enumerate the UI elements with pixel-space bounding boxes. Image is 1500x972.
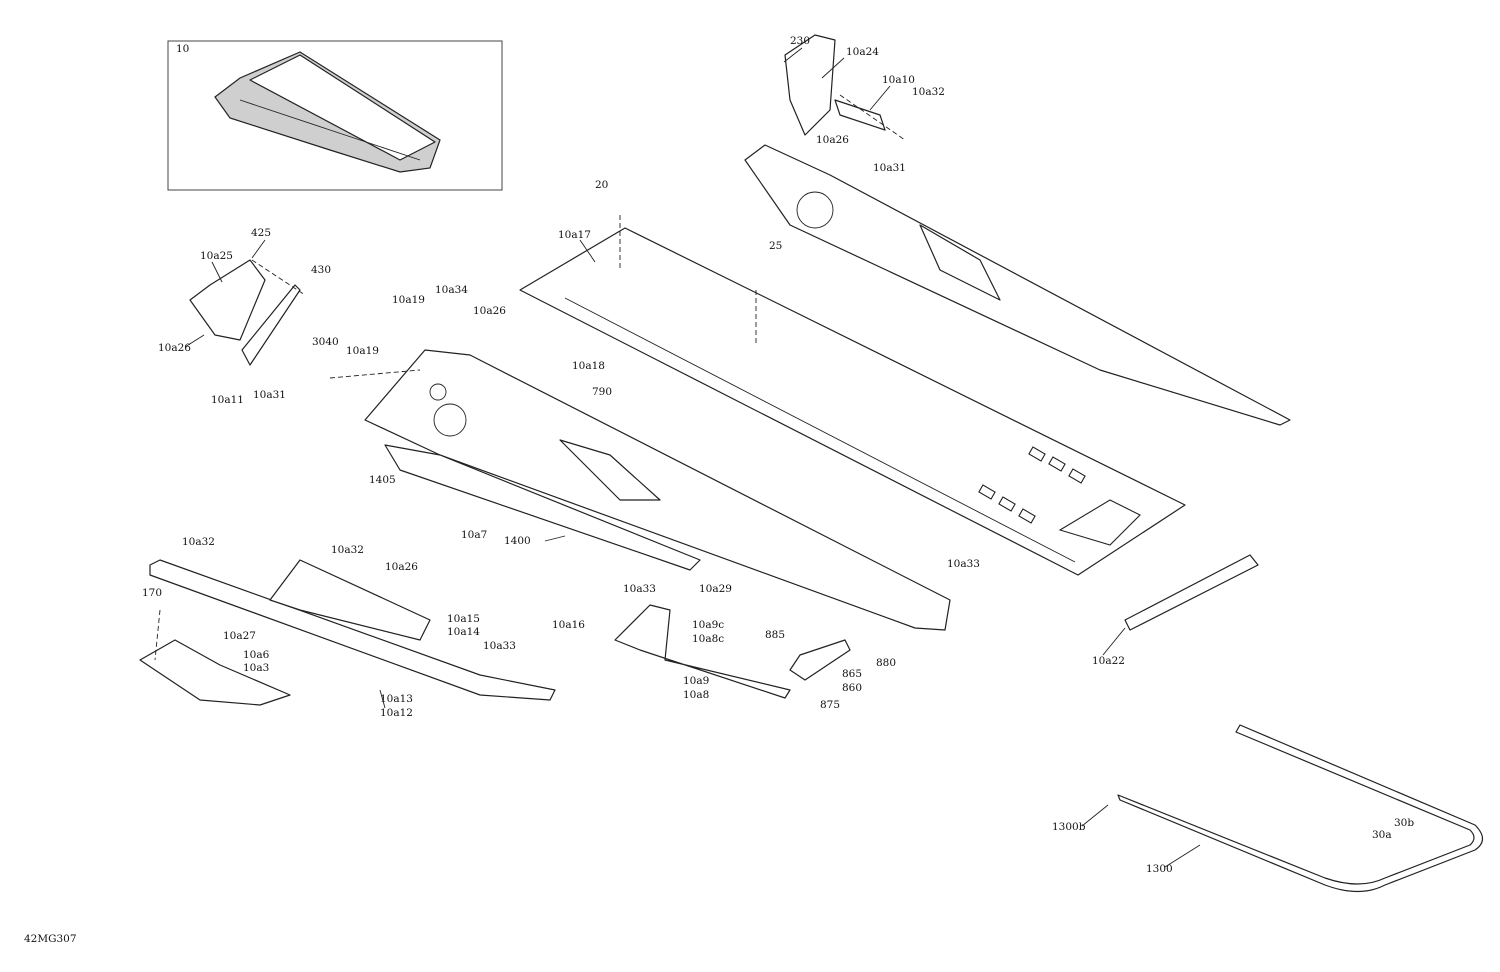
bracket-10a25 <box>189 259 301 366</box>
callout-label: 10a31 <box>873 162 906 174</box>
callout-label: 425 <box>251 227 271 239</box>
callout-label: 3040 <box>312 336 339 348</box>
callout-label: 10a12 <box>380 707 413 719</box>
callout-label: 1300b <box>1052 821 1086 833</box>
rail-strip-10a13 <box>149 559 556 701</box>
callout-label: 10a31 <box>253 389 286 401</box>
callout-label: 10a19 <box>392 294 425 306</box>
callout-label: 30b <box>1394 817 1414 829</box>
callout-label: 10a10 <box>882 74 915 86</box>
callout-label: 10a11 <box>211 394 244 406</box>
callout-label: 10a26 <box>473 305 506 317</box>
callout-label: 865 <box>842 668 862 680</box>
callout-label: 10a26 <box>385 561 418 573</box>
callout-label: 10a9c <box>692 619 724 631</box>
callout-label: 10a33 <box>483 640 516 652</box>
callout-label: 10a26 <box>158 342 191 354</box>
bracket-10a22 <box>1124 554 1259 631</box>
leader-lines <box>184 47 1201 868</box>
callout-label: 230 <box>790 35 810 47</box>
callout-label: 10a32 <box>331 544 364 556</box>
callout-label: 10a6 <box>243 649 270 661</box>
callout-label: 10a29 <box>699 583 732 595</box>
bracket-10a24 <box>784 34 886 136</box>
callout-label: 10a13 <box>380 693 413 705</box>
callout-label: 10a33 <box>623 583 656 595</box>
callout-label: 430 <box>311 264 331 276</box>
callout-label: 10a32 <box>182 536 215 548</box>
tunnel-top-plate <box>519 227 1186 576</box>
callout-label: 885 <box>765 629 785 641</box>
callout-label: 10a24 <box>846 46 879 58</box>
callout-label: 10a15 <box>447 613 480 625</box>
callout-label: 880 <box>876 657 896 669</box>
callout-label: 170 <box>142 587 162 599</box>
callout-label: 10a14 <box>447 626 480 638</box>
callout-label: 10a34 <box>435 284 468 296</box>
callout-label: 875 <box>820 699 840 711</box>
callout-label: 10a27 <box>223 630 256 642</box>
callout-label: 10a8c <box>692 633 724 645</box>
drawing-reference: 42MG307 <box>24 933 77 945</box>
callout-label: 10a19 <box>346 345 379 357</box>
handle-865 <box>789 639 851 681</box>
callout-label: 790 <box>592 386 612 398</box>
callout-label: 1400 <box>504 535 531 547</box>
right-side-rail <box>744 144 1291 426</box>
callout-label: 10a26 <box>816 134 849 146</box>
callout-label: 25 <box>769 240 782 252</box>
callout-label: 10a18 <box>572 360 605 372</box>
callout-label: 10a17 <box>558 229 591 241</box>
callout-label: 30a <box>1372 829 1392 841</box>
callout-label: 10a22 <box>1092 655 1125 667</box>
callout-labels: 10 230 10a24 10a10 10a32 10a26 10a31 20 … <box>24 35 1414 945</box>
callout-label: 10a33 <box>947 558 980 570</box>
bumper-1300 <box>1117 724 1484 893</box>
bracket-10a15 <box>269 559 431 641</box>
fastener-lines <box>154 94 906 661</box>
callout-label: 10a8 <box>683 689 709 701</box>
callout-label: 860 <box>842 682 862 694</box>
callout-label: 10a25 <box>200 250 233 262</box>
callout-label: 20 <box>595 179 608 191</box>
support-10a9 <box>614 604 791 699</box>
left-side-rail <box>364 349 951 631</box>
callout-label: 10 <box>176 43 189 55</box>
callout-label: 10a16 <box>552 619 585 631</box>
callout-label: 10a32 <box>912 86 945 98</box>
callout-label: 1405 <box>369 474 396 486</box>
callout-label: 10a3 <box>243 662 269 674</box>
callout-label: 10a7 <box>461 529 487 541</box>
plate-10a6 <box>139 639 291 706</box>
inset-assembly-view <box>167 40 503 191</box>
callout-label: 10a9 <box>683 675 709 687</box>
